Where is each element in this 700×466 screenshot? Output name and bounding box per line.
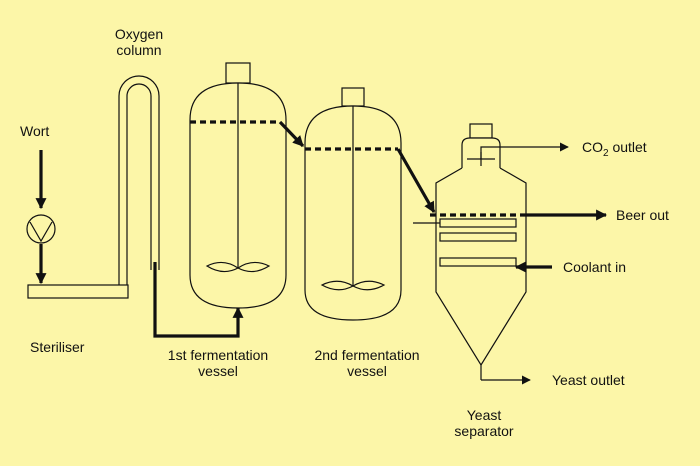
oxygen-column	[118, 75, 160, 285]
co2-label-prefix: CO	[582, 139, 603, 155]
co2-outlet-label: CO2 outlet	[582, 139, 647, 159]
pump-icon	[26, 214, 56, 244]
vessel2-label-line2: vessel	[347, 363, 387, 379]
steriliser-unit	[27, 284, 129, 299]
coolant-in-label: Coolant in	[563, 259, 626, 275]
fermentation-vessel-1	[189, 62, 287, 309]
separator-label-line2: separator	[454, 423, 513, 439]
oxygen-column-label-line2: column	[116, 42, 161, 58]
co2-outlet-arrow	[480, 142, 569, 159]
overflow-arrow-1	[278, 120, 305, 148]
vessel2-label-line1: 2nd fermentation	[314, 347, 419, 363]
co2-label-subscript: 2	[603, 148, 609, 159]
oxygen-column-label-line1: Oxygen	[115, 26, 163, 42]
steriliser-label: Steriliser	[30, 339, 85, 355]
transfer-line-to-vessel1	[153, 262, 244, 338]
yeast-outlet-label: Yeast outlet	[552, 372, 625, 388]
wort-label: Wort	[20, 123, 49, 139]
separator-label-line1: Yeast	[467, 407, 502, 423]
fermentation-vessel-2	[304, 87, 402, 321]
vessel1-label-line1: 1st fermentation	[168, 347, 268, 363]
beer-out-label: Beer out	[616, 207, 669, 223]
overflow-arrow-2	[396, 148, 436, 213]
yeast-separator	[435, 123, 527, 380]
co2-label-suffix: outlet	[609, 139, 647, 155]
vessel1-label-line2: vessel	[198, 363, 238, 379]
